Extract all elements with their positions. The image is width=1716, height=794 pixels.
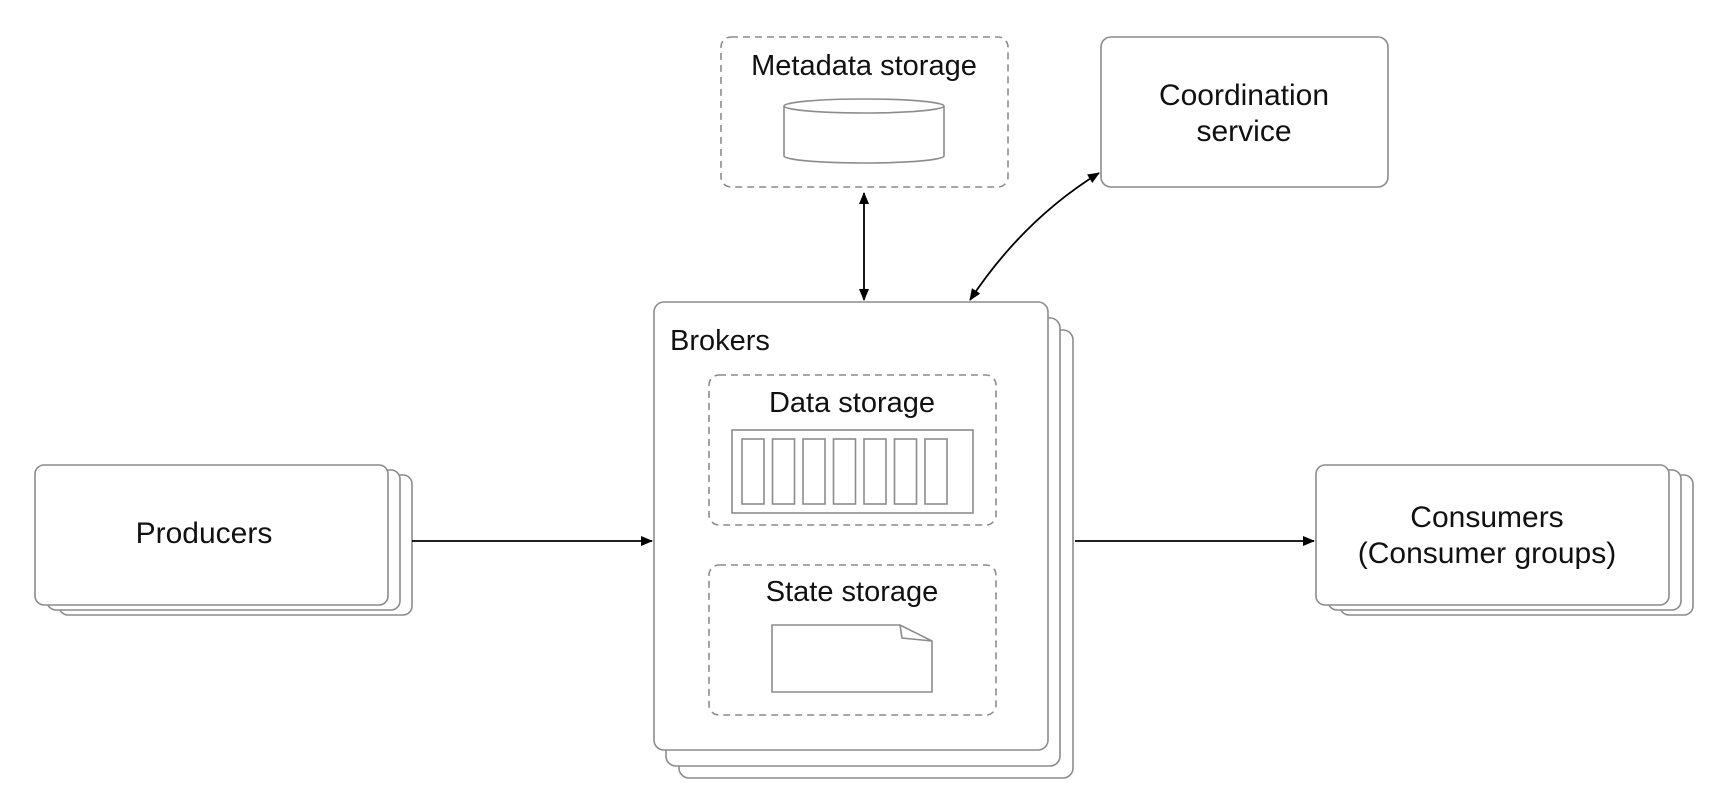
data-log-segment — [924, 438, 948, 505]
state-storage-label: State storage — [766, 576, 939, 608]
state-storage: State storage — [708, 564, 997, 716]
consumers-label-line1: Consumers — [1410, 501, 1563, 534]
consumers: Consumers (Consumer groups) — [1315, 464, 1694, 616]
data-log-segment — [771, 438, 796, 505]
coordination-service: Coordination service — [1100, 36, 1389, 188]
data-log-segment — [893, 438, 918, 505]
data-log-segment — [802, 438, 826, 505]
data-storage-label: Data storage — [769, 387, 935, 419]
data-log-segments — [731, 429, 974, 514]
data-log-segment — [863, 438, 887, 505]
producers: Producers — [34, 464, 413, 616]
coordination-service-box — [1100, 36, 1389, 188]
producers-label: Producers — [136, 517, 273, 550]
brokers: Brokers Data storage State storage — [653, 301, 1074, 779]
consumers-label-line2: (Consumer groups) — [1358, 537, 1616, 570]
arrow-coordination-brokers — [969, 172, 1100, 301]
producers-box — [34, 464, 389, 606]
document-icon — [771, 624, 933, 693]
data-storage: Data storage — [708, 374, 997, 526]
data-log-segment — [741, 438, 765, 505]
coordination-service-label-line2: service — [1196, 115, 1291, 148]
metadata-storage: Metadata storage — [720, 36, 1009, 188]
metadata-storage-label: Metadata storage — [751, 50, 977, 82]
coordination-service-label-line1: Coordination — [1159, 79, 1329, 112]
brokers-label: Brokers — [670, 325, 770, 357]
database-cylinder-icon — [783, 98, 945, 164]
consumers-box — [1315, 464, 1670, 606]
data-log-segment — [832, 438, 857, 505]
